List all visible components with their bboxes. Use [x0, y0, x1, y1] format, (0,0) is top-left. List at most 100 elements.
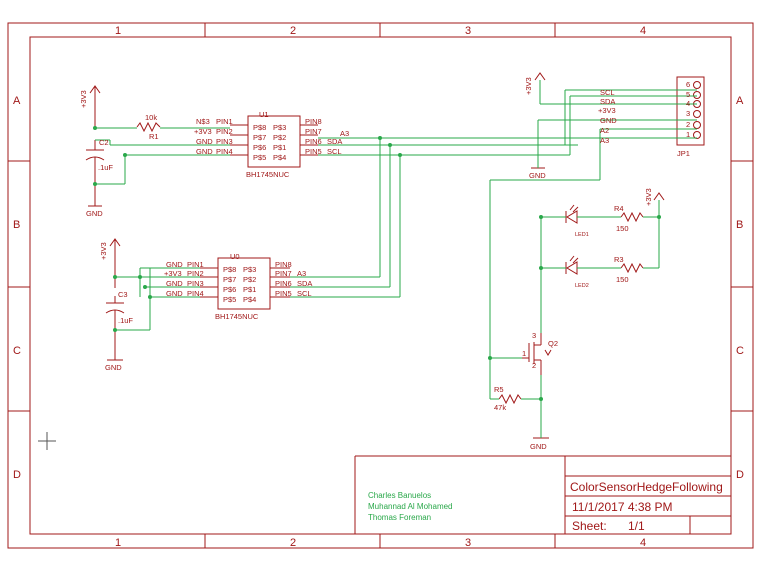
u0-body — [200, 257, 290, 310]
c2-value: .1uF — [98, 163, 113, 172]
q2-pin-drain: 3 — [532, 331, 536, 340]
vcc-label-c2: +3V3 — [79, 90, 88, 108]
author-3: Thomas Foreman — [368, 513, 431, 522]
leds — [565, 204, 579, 275]
u0-pad-r2: P$2 — [243, 275, 256, 284]
u1-net-sda: SDA — [327, 137, 342, 146]
r5-value: 47k — [494, 403, 506, 412]
jp1-pin-4: 4 — [686, 99, 690, 108]
u0-pin-8: PIN8 — [275, 260, 292, 269]
row-label-b-right: B — [736, 219, 743, 231]
u1-pin-5: PIN5 — [305, 147, 322, 156]
u1-pad-l1: P$8 — [253, 123, 266, 132]
jp1-net-a3: A3 — [600, 136, 609, 145]
jp1-pin-1: 1 — [686, 130, 690, 139]
junctions — [93, 126, 661, 401]
u1-pad-l4: P$5 — [253, 153, 266, 162]
capacitors — [85, 140, 125, 360]
u0-pad-l3: P$6 — [223, 285, 236, 294]
u1-net-3: GND — [196, 137, 213, 146]
jp1-net-a2: A2 — [600, 126, 609, 135]
jp1-pin-2: 2 — [686, 120, 690, 129]
jp1-net-3v3: +3V3 — [598, 106, 616, 115]
c3-value: .1uF — [118, 316, 133, 325]
gnd-label-c3: GND — [105, 363, 122, 372]
row-label-c-left: C — [13, 345, 21, 357]
u1-pin-1: PIN1 — [216, 117, 233, 126]
u0-pad-r4: P$4 — [243, 295, 256, 304]
u1-net-scl: SCL — [327, 147, 342, 156]
u1-pad-r3: P$1 — [273, 143, 286, 152]
u0-net-a3: A3 — [297, 269, 306, 278]
u0-net-3: GND — [166, 279, 183, 288]
gnd-label-q2: GND — [530, 442, 547, 451]
u1-net-4: GND — [196, 147, 213, 156]
u1-pin-4: PIN4 — [216, 147, 233, 156]
u0-value: BH1745NUC — [215, 312, 259, 321]
row-label-b-left: B — [13, 219, 20, 231]
r4-name: R4 — [614, 204, 624, 213]
col-label-4-bottom: 4 — [640, 537, 646, 549]
u1-net-a3: A3 — [340, 129, 349, 138]
c3-name: C3 — [118, 290, 128, 299]
vcc-label-jp1: +3V3 — [524, 77, 533, 95]
row-label-d-right: D — [736, 469, 744, 481]
q2-name: Q2 — [548, 339, 558, 348]
u1-pad-r4: P$4 — [273, 153, 286, 162]
u1-value: BH1745NUC — [246, 170, 290, 179]
connector-jp1 — [676, 76, 705, 146]
row-label-c-right: C — [736, 345, 744, 357]
jp1-net-gnd: GND — [600, 116, 617, 125]
r1-name: R1 — [149, 132, 159, 141]
jp1-net-scl: SCL — [600, 88, 615, 97]
col-label-3-bottom: 3 — [465, 537, 471, 549]
col-label-2-bottom: 2 — [290, 537, 296, 549]
u0-net-4: GND — [166, 289, 183, 298]
r3-name: R3 — [614, 255, 624, 264]
u0-pad-r3: P$1 — [243, 285, 256, 294]
col-label-1-top: 1 — [115, 25, 121, 37]
u0-pad-l2: P$7 — [223, 275, 236, 284]
u0-pin-4: PIN4 — [187, 289, 204, 298]
vcc-label-leds: +3V3 — [644, 188, 653, 206]
u1-pad-l2: P$7 — [253, 133, 266, 142]
u1-pin-3: PIN3 — [216, 137, 233, 146]
jp1-pin-3: 3 — [686, 109, 690, 118]
r1-value: 10k — [145, 113, 157, 122]
u0-pin-2: PIN2 — [187, 269, 204, 278]
u1-pin-8: PIN8 — [305, 117, 322, 126]
sheet-label: Sheet: — [572, 519, 607, 533]
col-label-2-top: 2 — [290, 25, 296, 37]
u1-pin-7: PIN7 — [305, 127, 322, 136]
jp1-name: JP1 — [677, 149, 690, 158]
row-label-d-left: D — [13, 469, 21, 481]
led1-name: LED1 — [575, 232, 589, 238]
gnd-label-c2: GND — [86, 209, 103, 218]
title-block-lines — [354, 455, 731, 534]
drawing-frame — [7, 22, 754, 549]
col-label-1-bottom: 1 — [115, 537, 121, 549]
u0-pin-5: PIN5 — [275, 289, 292, 298]
r5-name: R5 — [494, 385, 504, 394]
u0-pin-1: PIN1 — [187, 260, 204, 269]
drawing-date: 11/1/2017 4:38 PM — [572, 500, 673, 514]
vcc-label-c3: +3V3 — [99, 242, 108, 260]
u0-pad-l4: P$5 — [223, 295, 236, 304]
u0-net-2: +3V3 — [164, 269, 182, 278]
u1-pad-r1: P$3 — [273, 123, 286, 132]
mosfet-q2 — [522, 333, 552, 375]
wires — [95, 80, 697, 438]
row-label-a-right: A — [736, 95, 744, 107]
jp1-pin-6: 6 — [686, 80, 690, 89]
u0-net-scl: SCL — [297, 289, 312, 298]
u0-name: U0 — [230, 252, 240, 261]
sheet-value: 1/1 — [628, 519, 645, 533]
crosshair-cursor-icon — [38, 432, 56, 450]
u1-pin-2: PIN2 — [216, 127, 233, 136]
power-symbols — [88, 72, 665, 439]
u0-pin-6: PIN6 — [275, 279, 292, 288]
row-label-a-left: A — [13, 95, 21, 107]
r4-value: 150 — [616, 224, 629, 233]
u0-pin-3: PIN3 — [187, 279, 204, 288]
